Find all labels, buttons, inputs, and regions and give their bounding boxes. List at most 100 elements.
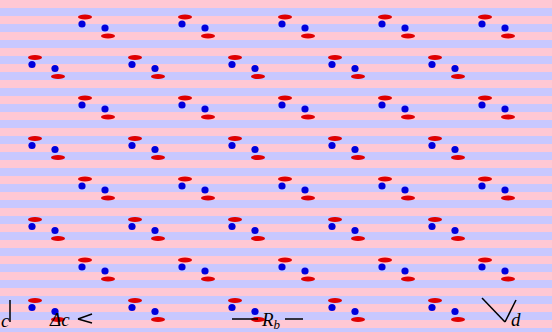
red-ion xyxy=(201,33,215,38)
blue-atom xyxy=(428,223,435,230)
blue-atom xyxy=(351,65,358,72)
blue-atom xyxy=(378,263,385,270)
blue-atom xyxy=(451,65,458,72)
red-ion xyxy=(201,195,215,200)
blue-atom xyxy=(151,227,158,234)
red-ion xyxy=(351,155,365,160)
blue-atom xyxy=(251,146,258,153)
blue-atom xyxy=(428,142,435,149)
dimension-label: R xyxy=(262,310,274,329)
blue-atom xyxy=(451,308,458,315)
blue-atom xyxy=(428,304,435,311)
red-ion xyxy=(401,276,415,281)
blue-atom xyxy=(301,105,308,112)
red-ion xyxy=(301,114,315,119)
blue-atom xyxy=(51,146,58,153)
red-ion xyxy=(101,33,115,38)
blue-atom xyxy=(428,61,435,68)
blue-atom xyxy=(201,267,208,274)
blue-atom xyxy=(478,263,485,270)
red-ion xyxy=(128,55,142,60)
red-ion xyxy=(428,55,442,60)
blue-atom xyxy=(151,308,158,315)
red-ion xyxy=(28,217,42,222)
blue-atom xyxy=(78,20,85,27)
blue-atom xyxy=(201,24,208,31)
red-ion xyxy=(351,317,365,322)
red-ion xyxy=(301,33,315,38)
blue-atom xyxy=(401,24,408,31)
red-ion xyxy=(28,136,42,141)
blue-atom xyxy=(51,65,58,72)
blue-atom xyxy=(128,61,135,68)
red-ion xyxy=(78,95,92,100)
blue-atom xyxy=(78,101,85,108)
red-ion xyxy=(128,217,142,222)
red-ion xyxy=(228,217,242,222)
blue-atom xyxy=(501,267,508,274)
blue-atom xyxy=(101,267,108,274)
red-ion xyxy=(78,176,92,181)
blue-atom xyxy=(278,20,285,27)
red-ion xyxy=(178,14,192,19)
red-ion xyxy=(151,236,165,241)
red-ion xyxy=(328,136,342,141)
blue-atom xyxy=(328,223,335,230)
blue-atom xyxy=(228,304,235,311)
blue-atom xyxy=(401,186,408,193)
red-ion xyxy=(378,14,392,19)
red-ion xyxy=(451,317,465,322)
red-ion xyxy=(151,74,165,79)
red-ion xyxy=(28,298,42,303)
blue-atom xyxy=(51,227,58,234)
atom-motifs xyxy=(28,14,515,322)
red-ion xyxy=(451,74,465,79)
blue-atom xyxy=(101,24,108,31)
red-ion xyxy=(401,33,415,38)
blue-atom xyxy=(251,65,258,72)
red-ion xyxy=(278,176,292,181)
red-ion xyxy=(501,114,515,119)
red-ion xyxy=(28,55,42,60)
blue-atom xyxy=(501,186,508,193)
red-ion xyxy=(151,317,165,322)
red-ion xyxy=(401,195,415,200)
red-ion xyxy=(478,95,492,100)
red-ion xyxy=(101,114,115,119)
blue-atom xyxy=(178,182,185,189)
red-ion xyxy=(228,136,242,141)
red-ion xyxy=(428,136,442,141)
red-ion xyxy=(501,195,515,200)
blue-atom xyxy=(101,105,108,112)
blue-atom xyxy=(251,227,258,234)
blue-atom xyxy=(378,101,385,108)
blue-atom xyxy=(28,304,35,311)
dimension-label: d xyxy=(511,310,521,329)
red-ion xyxy=(328,55,342,60)
red-ion xyxy=(178,95,192,100)
blue-atom xyxy=(328,142,335,149)
red-ion xyxy=(328,298,342,303)
blue-atom xyxy=(178,20,185,27)
blue-atom xyxy=(401,267,408,274)
blue-atom xyxy=(128,304,135,311)
blue-atom xyxy=(228,142,235,149)
red-ion xyxy=(251,236,265,241)
red-ion xyxy=(378,176,392,181)
red-ion xyxy=(501,276,515,281)
red-ion xyxy=(378,257,392,262)
blue-atom xyxy=(451,227,458,234)
red-ion xyxy=(278,14,292,19)
blue-atom xyxy=(178,101,185,108)
red-ion xyxy=(201,276,215,281)
red-ion xyxy=(328,217,342,222)
blue-atom xyxy=(128,142,135,149)
blue-atom xyxy=(451,146,458,153)
dimension-label: Δc xyxy=(50,310,70,329)
blue-atom xyxy=(278,182,285,189)
red-ion xyxy=(451,155,465,160)
red-ion xyxy=(478,257,492,262)
blue-atom xyxy=(501,24,508,31)
